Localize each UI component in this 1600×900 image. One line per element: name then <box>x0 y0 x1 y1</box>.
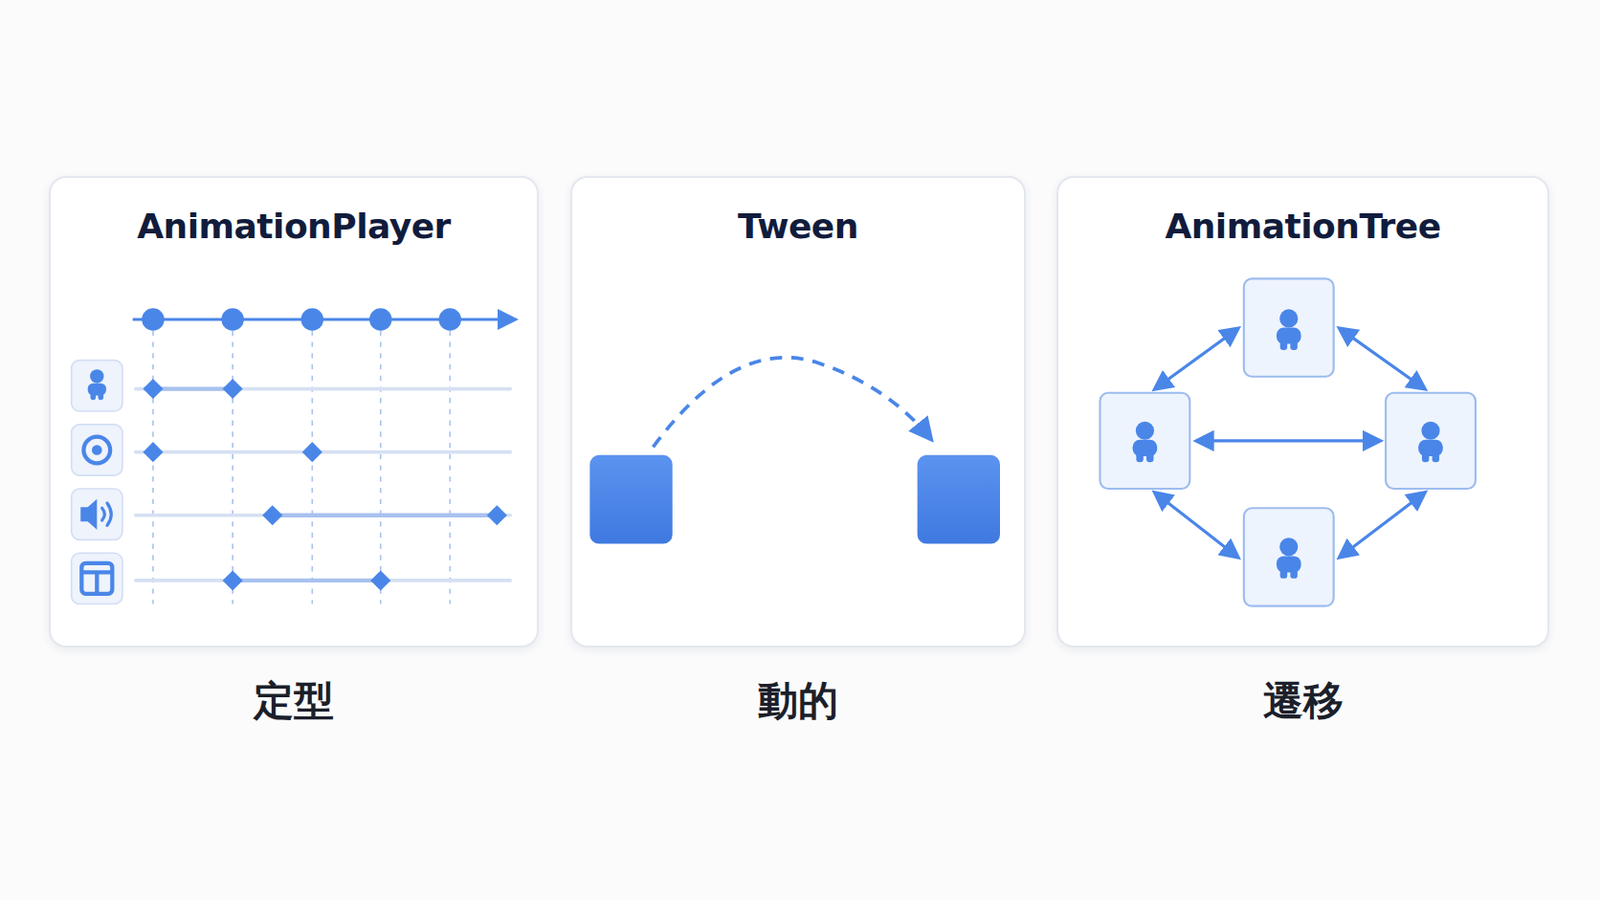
state-box <box>1244 278 1334 377</box>
keyframe-diamond <box>370 570 391 591</box>
timeline <box>71 308 515 604</box>
track-segment <box>232 578 381 583</box>
target-ring <box>83 437 111 465</box>
card-caption: 遷移 <box>1058 674 1548 729</box>
tween-illustration <box>589 357 1000 545</box>
keyframe-diamond <box>142 442 163 463</box>
start-square <box>589 455 672 545</box>
time-dot <box>301 308 324 331</box>
layout-divider <box>94 572 99 594</box>
state-character <box>1276 309 1302 351</box>
target-icon <box>83 437 111 465</box>
state-character <box>1276 537 1302 579</box>
target-center <box>91 444 103 456</box>
track-icon-box <box>71 360 123 412</box>
state-character <box>1418 422 1444 464</box>
track-icon-box <box>71 424 123 476</box>
state-character <box>1133 422 1158 464</box>
gridline <box>311 319 313 605</box>
gridline <box>231 319 234 605</box>
card-caption: 動的 <box>572 674 1024 729</box>
time-gridlines <box>153 319 450 605</box>
panel-card: AnimationTree遷移 <box>1056 176 1550 648</box>
card-title: Tween <box>572 206 1024 246</box>
keyframe-diamond <box>222 378 244 400</box>
track-lines <box>135 389 511 581</box>
keyframe-diamond <box>487 505 508 526</box>
track-line <box>135 387 511 392</box>
time-dot <box>221 308 244 331</box>
state-box <box>1100 393 1191 489</box>
keyframe-diamond <box>142 378 163 400</box>
track-icon-box <box>71 553 123 604</box>
transition-arrow <box>1339 492 1425 557</box>
panel-card: AnimationPlayer定型 <box>48 176 539 648</box>
state-box <box>1244 508 1334 606</box>
card-title: AnimationTree <box>1058 206 1548 246</box>
gridline <box>152 319 155 605</box>
keyframe-diamond <box>302 442 323 463</box>
track-segments <box>153 389 497 581</box>
transition-arrow <box>1155 329 1238 390</box>
track-segment <box>153 386 233 391</box>
layout-divider <box>81 570 112 575</box>
transition-arrow <box>1197 439 1380 443</box>
sound-wave <box>102 508 106 521</box>
state-box <box>1385 393 1476 489</box>
track-icon-boxes <box>71 360 123 605</box>
time-axis <box>133 317 515 321</box>
end-square <box>917 455 1000 545</box>
motion-path <box>652 357 931 448</box>
track-segment <box>272 513 498 518</box>
track-line <box>135 578 511 583</box>
keyframes <box>142 378 507 592</box>
sound-wave <box>107 503 112 526</box>
time-dot <box>439 308 462 331</box>
track-line <box>135 513 511 518</box>
track-icon-box <box>71 488 123 540</box>
state-graph <box>1100 278 1476 606</box>
time-dot <box>141 308 164 331</box>
transition-arrow <box>1155 492 1238 557</box>
track-line <box>135 450 511 455</box>
time-dot <box>369 308 392 331</box>
speaker-icon <box>80 499 112 531</box>
state-boxes <box>1100 278 1476 606</box>
keyframe-diamond <box>262 505 283 526</box>
layout-icon <box>81 563 112 595</box>
person-icon <box>88 369 107 400</box>
card-title: AnimationPlayer <box>50 206 537 246</box>
gridline <box>379 319 382 605</box>
transition-arrow <box>1339 329 1425 390</box>
panel-card: Tween動的 <box>570 176 1026 648</box>
layout-frame <box>81 563 112 595</box>
transition-arrows <box>1155 329 1425 558</box>
gridline <box>448 319 451 605</box>
card-caption: 定型 <box>50 674 537 729</box>
time-dots <box>141 308 462 331</box>
speaker-body <box>80 499 97 531</box>
keyframe-diamond <box>222 570 244 591</box>
